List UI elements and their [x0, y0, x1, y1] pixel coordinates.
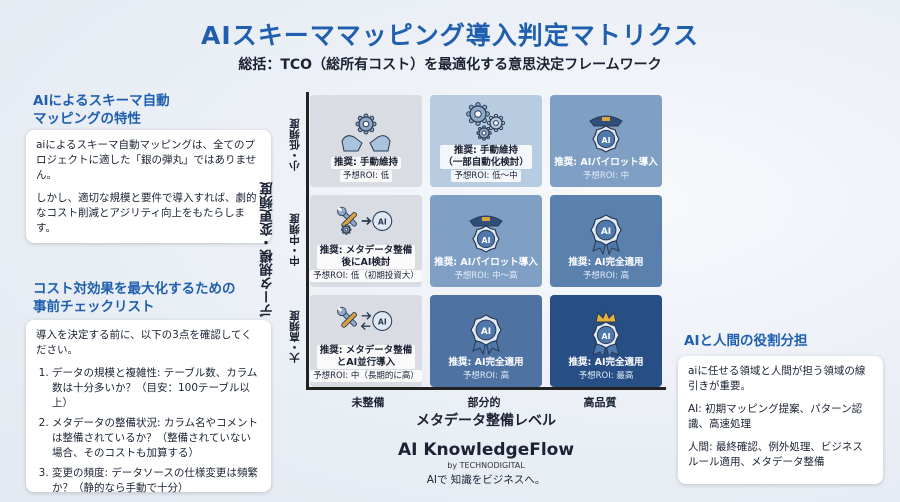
matrix-cell: AI 推奨: メタデータ整備 後にAI検討予想ROI: 低（初期投資大） [310, 195, 422, 287]
x-axis-label: メタデータ整備レベル [416, 413, 556, 429]
matrix-cell-label: 推奨: 手動維持 （一部自動化検討） [440, 145, 532, 169]
brand-tagline: AIで 知識をビジネスへ。 [426, 474, 546, 486]
matrix-cell-label: 推奨: 手動維持 [330, 157, 402, 169]
matrix-cell-roi: 予想ROI: 低～中 [451, 170, 521, 182]
matrix-cell: AI 推奨: AI完全適用予想ROI: 高 [430, 295, 542, 387]
svg-text:AI: AI [602, 136, 611, 145]
checklist-heading-line1: コスト対効果を最大化するための [33, 281, 236, 297]
matrix-cell-roi: 予想ROI: 中 [582, 171, 630, 181]
matrix-cell-roi: 予想ROI: 中～高 [454, 271, 518, 281]
matrix-cell: AI 推奨: AI完全適用予想ROI: 最高 [550, 295, 662, 387]
ai-badge-icon: AI [456, 311, 516, 355]
roles-heading: AIと人間の役割分担 [684, 333, 808, 349]
hands-gear-icon [336, 111, 396, 155]
checklist-list: データの規模と複雑性: テーブル数、カラム数は十分多いか？（目安：100テーブル… [36, 366, 261, 496]
ai-pilot-icon: AI [456, 211, 516, 255]
checklist-intro: 導入を決定する前に、以下の3点を確認してください。 [36, 329, 252, 356]
brand-block: AI KnowledgeFlow by TECHNODIGITAL AIで 知識… [310, 440, 662, 487]
checklist-heading-line2: 事前チェックリスト [33, 299, 155, 315]
x-axis-line [306, 387, 666, 390]
ai-crown-icon: AI [576, 311, 636, 355]
y-axis-label: データ規模・変更頻度 [260, 182, 276, 318]
matrix-cell: AI 推奨: メタデータ整備 とAI並行導入予想ROI: 中（長期的に高） [310, 295, 422, 387]
page-title: AIスキーママッピング導入判定マトリクス [201, 21, 699, 50]
matrix-cell-label: 推奨: AIパイロット導入 [434, 257, 538, 268]
brand-by: by TECHNODIGITAL [447, 461, 525, 470]
y-axis-line [306, 92, 309, 390]
svg-text:AI: AI [378, 217, 387, 226]
matrix-cell-roi: 予想ROI: 低（初期投資大） [310, 270, 422, 282]
matrix-cell-label: 推奨: メタデータ整備 後にAI検討 [316, 245, 416, 269]
matrix-cell: AI 推奨: AIパイロット導入予想ROI: 中～高 [430, 195, 542, 287]
characteristics-card: aiによるスキーマ自動マッピングは、全てのプロジェクトに適した「銀の弾丸」ではあ… [26, 130, 271, 243]
y-tick-small: 小・低頻度 [289, 118, 301, 172]
matrix-cell-label: 推奨: AI完全適用 [568, 257, 644, 268]
matrix-cell-label: 推奨: メタデータ整備 とAI並行導入 [316, 345, 416, 369]
characteristics-para1: aiによるスキーマ自動マッピングは、全てのプロジェクトに適した「銀の弾丸」ではあ… [36, 139, 257, 181]
matrix-cell-roi: 予想ROI: 最高 [578, 371, 634, 381]
svg-text:AI: AI [601, 227, 611, 237]
matrix-cell-roi: 予想ROI: 高 [462, 371, 510, 381]
brand-name: AI KnowledgeFlow [397, 440, 575, 460]
checklist-heading: コスト対効果を最大化するための 事前チェックリスト [33, 280, 283, 316]
ai-pilot-icon: AI [576, 111, 636, 155]
svg-text:AI: AI [378, 317, 387, 326]
page-subtitle: 総括：TCO（総所有コスト）を最適化する意思決定フレームワーク [238, 57, 662, 73]
characteristics-heading-line2: マッピングの特性 [33, 111, 141, 127]
roles-card: aiに任せる領域と人間が担う領域の線引きが重要。 AI: 初期マッピング提案、パ… [678, 356, 883, 484]
matrix-cell: AI 推奨: AI完全適用予想ROI: 高 [550, 195, 662, 287]
svg-text:AI: AI [602, 332, 611, 341]
decision-matrix: 推奨: 手動維持予想ROI: 低推奨: 手動維持 （一部自動化検討）予想ROI:… [310, 95, 662, 387]
x-tick-none: 未整備 [351, 396, 385, 409]
matrix-cell-label: 推奨: AI完全適用 [448, 357, 524, 368]
svg-text:AI: AI [481, 327, 491, 337]
matrix-cell-roi: 予想ROI: 高 [582, 271, 630, 281]
matrix-cell: 推奨: 手動維持 （一部自動化検討）予想ROI: 低～中 [430, 95, 542, 187]
characteristics-heading: AIによるスキーマ自動 マッピングの特性 [33, 92, 273, 128]
matrix-cell: AI 推奨: AIパイロット導入予想ROI: 中 [550, 95, 662, 187]
y-tick-large: 大・高頻度 [289, 310, 301, 364]
checklist-item: メタデータの整備状況: カラム名やコメントは整備されているか？（整備されていない… [52, 416, 261, 461]
matrix-cell: 推奨: 手動維持予想ROI: 低 [310, 95, 422, 187]
checklist-item: 変更の頻度: データソースの仕様変更は頻繁か？（静的なら手動で十分） [52, 466, 261, 496]
x-tick-partial: 部分的 [467, 396, 501, 409]
roles-para3: 人間: 最終確認、例外処理、ビジネスルール適用、メタデータ整備 [688, 441, 863, 468]
svg-text:AI: AI [482, 236, 491, 245]
characteristics-heading-line1: AIによるスキーマ自動 [33, 93, 170, 109]
matrix-cell-label: 推奨: AIパイロット導入 [554, 157, 658, 168]
matrix-cell-label: 推奨: AI完全適用 [568, 357, 644, 368]
roles-para1: aiに任せる領域と人間が担う領域の線引きが重要。 [688, 365, 866, 392]
matrix-cell-roi: 予想ROI: 中（長期的に高） [310, 370, 422, 382]
x-tick-high: 高品質 [583, 396, 617, 409]
characteristics-para2: しかし、適切な規模と要件で導入すれば、劇的なコスト削減とアジリティ向上をもたらし… [36, 192, 257, 234]
tools-ai-cycle-icon: AI [336, 299, 396, 343]
ai-badge-icon: AI [576, 211, 636, 255]
gears-icon [456, 99, 516, 143]
roles-para2: AI: 初期マッピング提案、パターン認識、高速処理 [688, 403, 863, 430]
matrix-cell-roi: 予想ROI: 低 [339, 170, 393, 182]
checklist-card: 導入を決定する前に、以下の3点を確認してください。 データの規模と複雑性: テー… [26, 320, 271, 494]
checklist-item: データの規模と複雑性: テーブル数、カラム数は十分多いか？（目安：100テーブル… [52, 366, 261, 411]
y-tick-medium: 中・中頻度 [289, 213, 301, 267]
tools-to-ai-icon: AI [336, 199, 396, 243]
